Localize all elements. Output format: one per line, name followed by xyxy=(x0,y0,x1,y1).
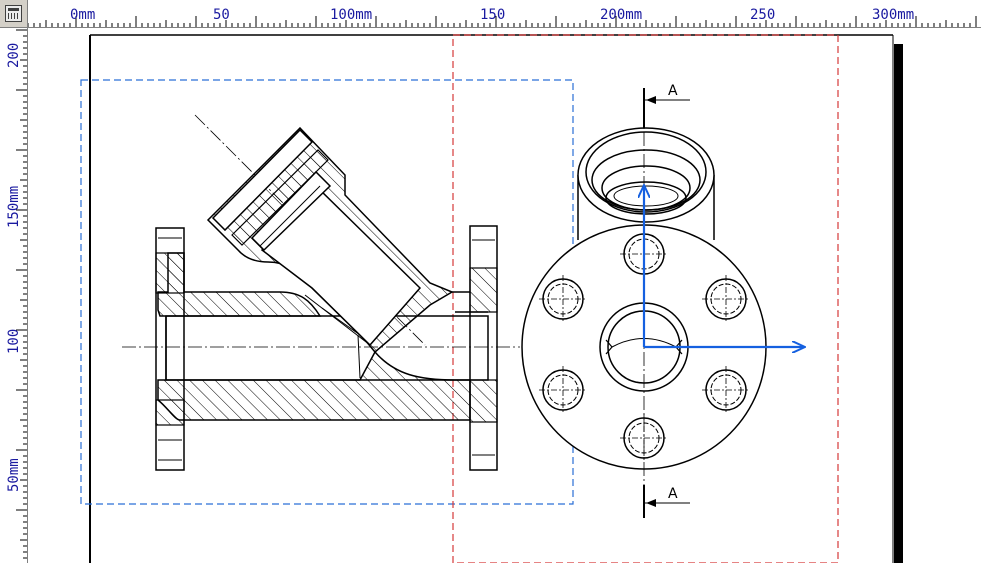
bolt-hole xyxy=(702,275,750,323)
strainer-cap xyxy=(211,128,314,232)
svg-text:A: A xyxy=(668,83,678,99)
bolt-hole xyxy=(702,366,750,414)
vertical-ruler[interactable]: 200 150mm 100 50mm xyxy=(0,28,28,563)
right-flange xyxy=(469,225,498,471)
body-lower-wall xyxy=(157,350,471,421)
top-boss xyxy=(577,127,715,240)
bolt-hole xyxy=(539,366,587,414)
strainer-section-view[interactable] xyxy=(122,114,520,471)
horizontal-ruler-ticks xyxy=(28,16,977,27)
main-bore xyxy=(165,315,489,381)
ruler-corner[interactable] xyxy=(0,0,28,28)
section-mark-bottom: A xyxy=(644,486,690,507)
svg-text:A: A xyxy=(668,486,678,502)
selection-box-red[interactable] xyxy=(452,34,839,563)
ruler-settings-icon[interactable] xyxy=(5,5,22,22)
horizontal-ruler[interactable]: 0mm 50 100mm 150 200mm 250 300mm xyxy=(28,0,981,28)
section-mark-top: A xyxy=(644,83,690,104)
bolt-hole xyxy=(539,275,587,323)
left-flange xyxy=(155,227,185,471)
drawing-canvas[interactable]: A A xyxy=(28,28,981,563)
vertical-ruler-ticks xyxy=(16,29,27,559)
